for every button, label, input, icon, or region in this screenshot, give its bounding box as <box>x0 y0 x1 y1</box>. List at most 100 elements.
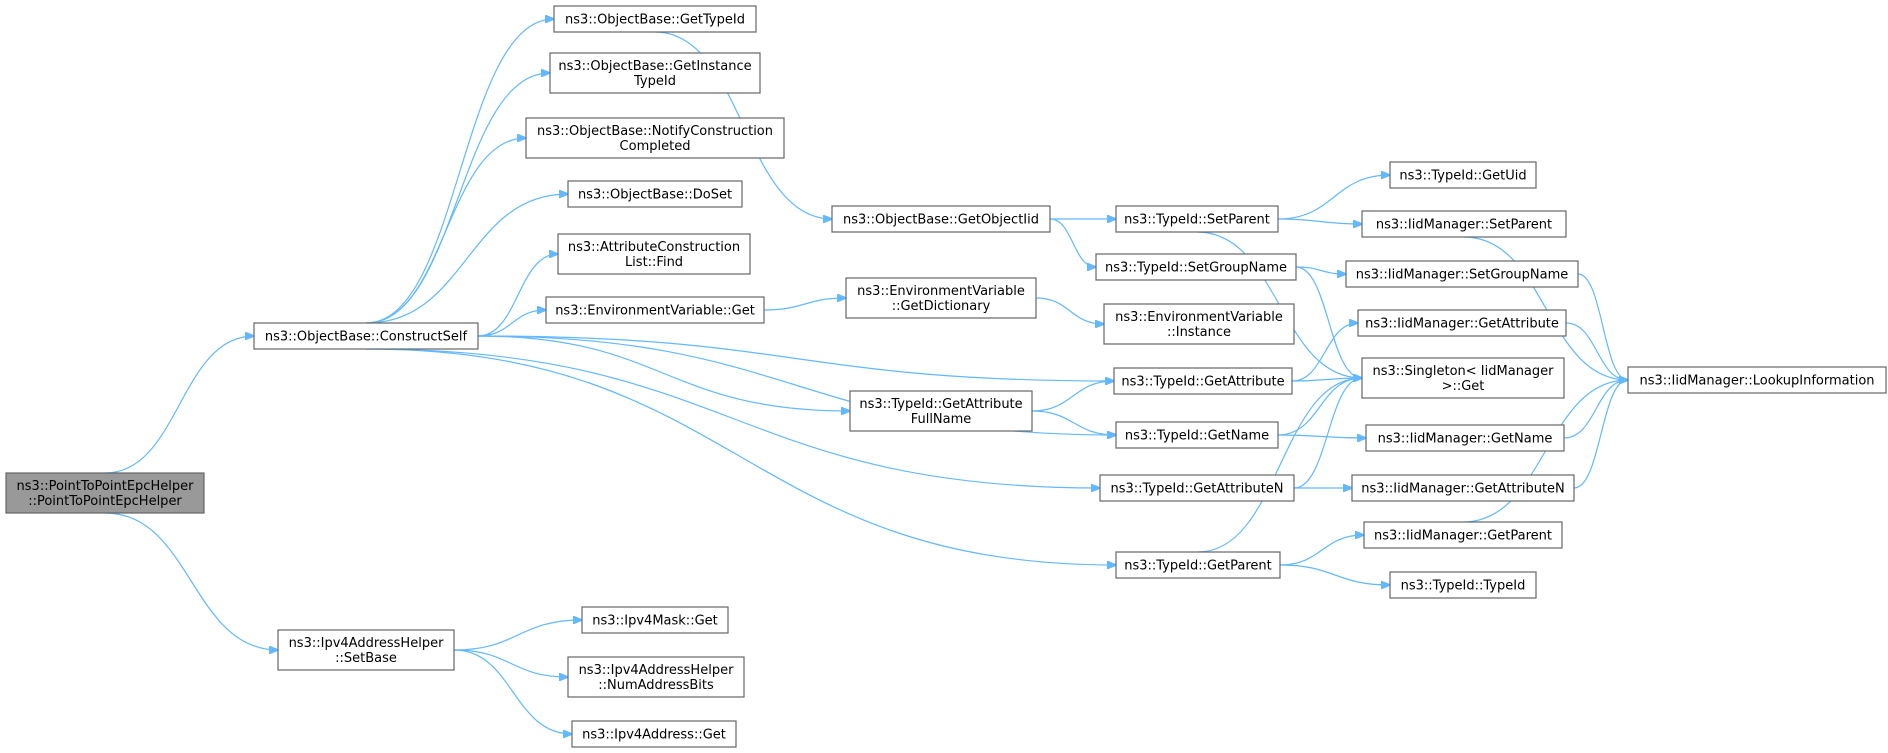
edge-constructSelf-to-getParent <box>365 348 1116 565</box>
node-singletonGet[interactable]: ns3::Singleton< IidManager >::Get <box>1361 357 1565 399</box>
node-doSet[interactable]: ns3::ObjectBase::DoSet <box>567 180 743 208</box>
edge-constructSelf-to-getAttribute <box>477 335 1114 381</box>
node-label: ns3::AttributeConstruction <box>568 240 740 255</box>
node-box <box>1345 260 1579 288</box>
node-label: ns3::Ipv4AddressHelper <box>579 663 735 678</box>
node-iidSetParent[interactable]: ns3::IidManager::SetParent <box>1361 210 1567 238</box>
node-box <box>1357 309 1567 337</box>
node-label: TypeId <box>633 74 676 89</box>
edge-iidGetName-to-lookupInfo <box>1563 380 1628 439</box>
node-getTypeId[interactable]: ns3::ObjectBase::GetTypeId <box>553 5 757 33</box>
node-lookupInfo[interactable]: ns3::IidManager::LookupInformation <box>1627 366 1887 394</box>
node-box <box>549 52 761 94</box>
node-label: ::GetDictionary <box>892 299 991 314</box>
node-label: ns3::ObjectBase::NotifyConstruction <box>537 124 773 139</box>
node-iidGetName[interactable]: ns3::IidManager::GetName <box>1365 424 1565 452</box>
node-getAttribute[interactable]: ns3::TypeId::GetAttribute <box>1113 367 1293 395</box>
node-ipv4AddrGet[interactable]: ns3::Ipv4Address::Get <box>571 720 737 748</box>
node-label: ns3::TypeId::GetUid <box>1399 169 1526 184</box>
edge-constructSelf-to-attrFind <box>477 254 558 337</box>
edge-getAttributeN-to-singletonGet <box>1293 378 1362 489</box>
edge-getObjectIid-to-setGroupName <box>1049 218 1096 267</box>
node-iidGetParent[interactable]: ns3::IidManager::GetParent <box>1363 521 1563 549</box>
node-typeIdCtor[interactable]: ns3::TypeId::TypeId <box>1389 571 1537 599</box>
node-label: ns3::IidManager::GetName <box>1378 432 1553 447</box>
edge-iidSetGroupName-to-lookupInfo <box>1577 273 1628 380</box>
node-box <box>581 606 729 634</box>
edge-root-to-constructSelf <box>104 336 254 474</box>
node-numAddrBits[interactable]: ns3::Ipv4AddressHelper::NumAddressBits <box>567 656 745 698</box>
node-box <box>1361 210 1567 238</box>
node-label: ns3::ObjectBase::ConstructSelf <box>265 330 468 345</box>
edge-getAttrFullName-to-getAttribute <box>1031 381 1114 412</box>
node-envGet[interactable]: ns3::EnvironmentVariable::Get <box>545 296 765 324</box>
node-getAttributeN[interactable]: ns3::TypeId::GetAttributeN <box>1099 474 1295 502</box>
node-label: ns3::TypeId::GetName <box>1125 429 1269 444</box>
node-box <box>1103 303 1295 345</box>
node-envInstance[interactable]: ns3::EnvironmentVariable::Instance <box>1103 303 1295 345</box>
edge-getAttrFullName-to-getName <box>1031 410 1116 435</box>
node-box <box>1365 424 1565 452</box>
node-getParent[interactable]: ns3::TypeId::GetParent <box>1115 551 1281 579</box>
edge-root-to-setBase <box>104 512 278 650</box>
node-box <box>1115 421 1279 449</box>
node-setParent[interactable]: ns3::TypeId::SetParent <box>1115 205 1279 233</box>
node-getUid[interactable]: ns3::TypeId::GetUid <box>1389 161 1537 189</box>
node-box <box>1113 367 1293 395</box>
node-getObjectIid[interactable]: ns3::ObjectBase::GetObjectIid <box>831 205 1051 233</box>
edge-envGet-to-envGetDict <box>763 298 846 311</box>
node-box <box>831 205 1051 233</box>
node-box <box>845 277 1037 319</box>
edge-setBase-to-ipv4MaskGet <box>453 620 582 651</box>
edge-getParent-to-iidGetParent <box>1279 535 1364 566</box>
node-label: ns3::ObjectBase::GetObjectIid <box>843 213 1039 228</box>
node-label: ns3::IidManager::GetParent <box>1374 529 1552 544</box>
edge-constructSelf-to-getTypeId <box>365 19 554 324</box>
node-label: ns3::ObjectBase::DoSet <box>578 188 732 203</box>
node-ipv4MaskGet[interactable]: ns3::Ipv4Mask::Get <box>581 606 729 634</box>
edge-constructSelf-to-getAttrFullName <box>477 335 850 411</box>
node-iidGetAttribute[interactable]: ns3::IidManager::GetAttribute <box>1357 309 1567 337</box>
node-label: ns3::IidManager::GetAttribute <box>1365 317 1559 332</box>
node-notifyConstruction[interactable]: ns3::ObjectBase::NotifyConstructionCompl… <box>525 117 785 159</box>
node-box <box>553 5 757 33</box>
node-setGroupName[interactable]: ns3::TypeId::SetGroupName <box>1095 253 1297 281</box>
node-box <box>545 296 765 324</box>
edge-constructSelf-to-envGet <box>477 310 546 337</box>
edge-getName-to-iidGetName <box>1277 435 1366 438</box>
edge-iidSetParent-to-lookupInfo <box>1463 236 1628 380</box>
node-box <box>253 322 479 350</box>
node-label: ::SetBase <box>335 651 397 666</box>
edge-envGetDict-to-envInstance <box>1035 297 1104 324</box>
node-getName[interactable]: ns3::TypeId::GetName <box>1115 421 1279 449</box>
node-label: ns3::Ipv4AddressHelper <box>289 636 445 651</box>
node-constructSelf[interactable]: ns3::ObjectBase::ConstructSelf <box>253 322 479 350</box>
node-label: FullName <box>911 412 972 427</box>
node-label: ns3::TypeId::GetAttributeN <box>1110 482 1283 497</box>
edge-constructSelf-to-doSet <box>365 194 568 324</box>
node-box <box>1389 161 1537 189</box>
edge-setParent-to-iidSetParent <box>1277 218 1362 224</box>
node-setBase[interactable]: ns3::Ipv4AddressHelper::SetBase <box>277 629 455 671</box>
node-box <box>525 117 785 159</box>
node-label: ns3::Ipv4Mask::Get <box>592 614 718 629</box>
node-root[interactable]: ns3::PointToPointEpcHelper::PointToPoint… <box>5 472 205 514</box>
node-box <box>557 233 751 275</box>
node-iidSetGroupName[interactable]: ns3::IidManager::SetGroupName <box>1345 260 1579 288</box>
node-iidGetAttributeN[interactable]: ns3::IidManager::GetAttributeN <box>1351 474 1575 502</box>
node-label: >::Get <box>1442 379 1485 394</box>
node-label: ns3::ObjectBase::GetInstance <box>558 59 751 74</box>
node-box <box>849 390 1033 432</box>
node-label: List::Find <box>625 255 683 270</box>
edge-constructSelf-to-notifyConstruction <box>365 138 526 324</box>
node-envGetDict[interactable]: ns3::EnvironmentVariable::GetDictionary <box>845 277 1037 319</box>
node-box <box>1115 551 1281 579</box>
edge-iidGetAttributeN-to-lookupInfo <box>1573 380 1628 489</box>
node-box <box>567 656 745 698</box>
edge-setGroupName-to-iidSetGroupName <box>1295 266 1346 274</box>
edge-setBase-to-numAddrBits <box>453 649 568 677</box>
